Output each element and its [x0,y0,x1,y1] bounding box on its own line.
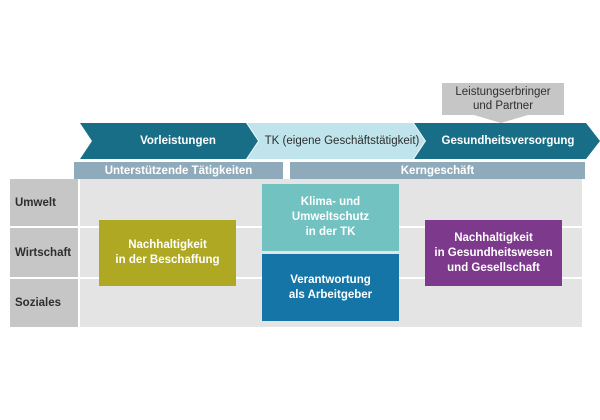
box-line: in Gesundheitswesen [434,246,553,259]
chevron-label: TK (eigene Geschäftstätigkeit) [264,135,420,147]
row-label-wirtschaft: Wirtschaft [10,228,78,277]
category-support-bar: Unterstützende Tätigkeiten [74,162,283,179]
chevron-shape [80,123,258,159]
chevron-shape [414,123,600,159]
box-procurement: Nachhaltigkeit in der Beschaffung [99,220,236,286]
box-health: Nachhaltigkeit in Gesundheitswesen und G… [425,220,562,286]
row-label-soziales: Soziales [10,279,78,327]
box-climate: Klima- und Umweltschutz in der TK [262,184,399,251]
chevron-label: Vorleistungen [140,135,216,147]
provider-line1: Leistungserbringer [455,86,551,98]
row-label-umwelt: Umwelt [10,179,78,226]
provider-line2: und Partner [472,100,534,112]
box-line: Nachhaltigkeit [128,239,207,251]
box-line: in der TK [305,226,356,238]
box-line: als Arbeitgeber [288,288,373,301]
box-line: in der Beschaffung [115,254,220,266]
box-line: Klima- und Umweltschutz [291,196,370,223]
category-core-bar: Kerngeschäft [290,162,585,179]
box-line: und Gesellschaft [447,261,540,274]
chevron-tk: TK (eigene Geschäftstätigkeit) [247,123,425,159]
chevron-label: Gesundheitsversorgung [441,135,575,147]
provider-down-arrow-icon [474,115,528,123]
box-line: Nachhaltigkeit [454,231,533,244]
chevron-shape [247,123,425,159]
provider-box: Leistungserbringer und Partner [442,83,564,115]
chevron-vorleistungen: Vorleistungen [80,123,258,159]
box-line: Verantwortung [290,273,371,286]
chevron-gesundheitsversorgung: Gesundheitsversorgung [414,123,600,159]
box-employer: Verantwortung als Arbeitgeber [262,254,399,321]
